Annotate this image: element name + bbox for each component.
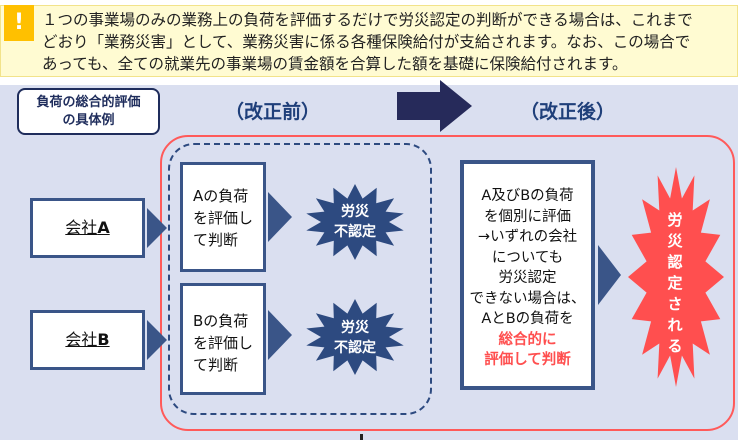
example-label: 負荷の総合的評価 の具体例 [17, 88, 160, 135]
result-char: 認 [667, 253, 683, 271]
star-line: 労災 [341, 204, 369, 220]
eval-line: Bの負荷 [193, 312, 249, 330]
eval-a-box: Aの負荷 を評価し て判断 [180, 162, 266, 272]
label-line: 負荷の総合的評価 [36, 95, 141, 110]
star-line: 不認定 [334, 224, 376, 240]
big-arrow-icon [397, 80, 472, 132]
combined-line: →いずれの会社 [477, 229, 578, 245]
exclamation-icon: ! [4, 5, 34, 41]
before-heading: （改正前） [225, 101, 321, 123]
combined-highlight: 評価して判断 [484, 352, 571, 368]
notice-line: １つの事業場のみの業務上の負荷を評価するだけで労災認定の判断ができる場合は、これ… [42, 11, 693, 29]
company-a-box: 会社A [30, 198, 145, 258]
triangle-arrow-icon [598, 245, 621, 305]
combined-highlight: 総合的に [498, 331, 557, 348]
star-line: 不認定 [334, 340, 376, 356]
combined-line: A及びBの負荷 [481, 188, 574, 204]
eval-line: を評価し [193, 334, 254, 352]
combined-eval-box: A及びBの負荷 を個別に評価 →いずれの会社 についても 労災認定 できない場合… [460, 160, 595, 390]
company-label: 会社 [65, 218, 98, 237]
label-line: の具体例 [62, 113, 115, 128]
company-b-box: 会社B [30, 310, 145, 370]
before-frame [168, 143, 432, 415]
not-certified-a: 労災 不認定 [320, 202, 390, 242]
eval-line: を評価し [193, 209, 254, 227]
result-char: 災 [667, 232, 683, 250]
starburst-icon [306, 184, 404, 260]
notice-box [0, 5, 738, 77]
eval-line: て判断 [193, 231, 239, 249]
company-letter: A [97, 218, 110, 237]
notice-line: あっても、全ての就業先の事業場の賃金額を合算した額を基礎に保険給付されます。 [42, 55, 628, 73]
starburst-icon [306, 299, 404, 375]
combined-line: AとBの負荷を [481, 311, 574, 327]
result-char: る [667, 337, 683, 355]
notice-text: １つの事業場のみの業務上の負荷を評価するだけで労災認定の判断ができる場合は、これ… [42, 9, 732, 75]
company-label: 会社 [65, 330, 98, 349]
star-line: 労災 [341, 320, 369, 336]
combined-line: についても [491, 249, 564, 266]
eval-line: Aの負荷 [193, 187, 249, 205]
triangle-arrow-icon [268, 310, 292, 360]
result-char: れ [667, 316, 683, 334]
after-frame [160, 135, 735, 431]
certified-text: 労 災 認 定 さ れ る [660, 210, 690, 357]
starburst-icon [628, 167, 724, 387]
result-char: 労 [667, 211, 683, 229]
notice-line: どおり「業務災害」として、業務災害に係る各種保険給付が支給されます。なお、この場… [42, 33, 691, 51]
eval-b-box: Bの負荷 を評価し て判断 [180, 283, 266, 395]
combined-line: 労災認定 [498, 270, 557, 286]
combined-line: を個別に評価 [484, 208, 571, 225]
combined-line: できない場合は、 [469, 290, 586, 307]
not-certified-b: 労災 不認定 [320, 318, 390, 358]
eval-line: て判断 [193, 356, 239, 374]
triangle-arrow-icon [147, 208, 167, 248]
triangle-arrow-icon [147, 320, 167, 360]
result-char: 定 [667, 274, 683, 292]
bottom-mark [360, 434, 363, 440]
result-char: さ [667, 295, 683, 313]
company-letter: B [97, 330, 110, 349]
after-heading: （改正後） [520, 101, 616, 123]
triangle-arrow-icon [268, 192, 292, 242]
